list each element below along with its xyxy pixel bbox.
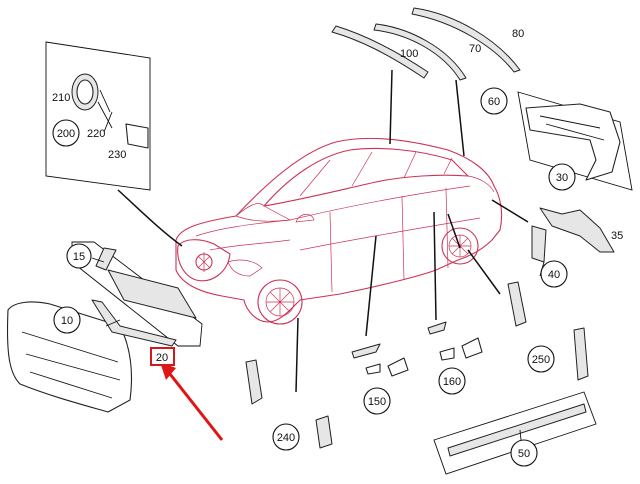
part-label: 160 (443, 376, 461, 388)
mud-flap-front-left (245, 359, 263, 405)
leader-lines (91, 69, 561, 451)
part-bubble-60[interactable]: 60 (480, 87, 508, 115)
front-bumper-part (7, 301, 133, 413)
highlight-callout: 20 (150, 347, 224, 441)
part-label: 150 (368, 396, 386, 408)
side-sill (433, 391, 597, 475)
part-label: 250 (532, 354, 550, 366)
mud-flap-front-right (315, 415, 333, 449)
part-label: 200 (57, 128, 75, 140)
door-handle-covers (351, 321, 483, 377)
part-label-230[interactable]: 230 (108, 149, 126, 161)
mud-flap-rear-right (573, 327, 589, 381)
lower-trim-part (91, 299, 177, 347)
rear-trim-piece (531, 225, 547, 263)
part-label-100[interactable]: 100 (400, 48, 418, 60)
part-bubble-240[interactable]: 240 (272, 423, 300, 451)
part-label: 60 (488, 96, 500, 108)
grille-insert-part (107, 269, 197, 319)
highlight-arrow (168, 373, 224, 441)
part-label-20[interactable]: 20 (156, 352, 168, 364)
part-label-35[interactable]: 35 (611, 230, 623, 242)
spoiler-80-part (411, 7, 521, 73)
rear-bumper (517, 91, 633, 191)
part-bubble-30[interactable]: 30 (548, 163, 576, 191)
diffuser-part (539, 207, 615, 253)
part-label: 30 (556, 172, 568, 184)
side-sill-part (447, 403, 587, 457)
part-bubble-250[interactable]: 250 (527, 345, 555, 373)
mud-flap-rear-left (507, 281, 527, 327)
vehicle-outline (175, 137, 503, 325)
part-label: 15 (73, 251, 85, 263)
sensor-module-part (125, 123, 149, 149)
part-bubble-150[interactable]: 150 (363, 387, 391, 415)
part-bubble-15[interactable]: 15 (66, 243, 92, 269)
part-bubble-40[interactable]: 40 (540, 260, 568, 288)
part-label: 10 (61, 315, 73, 327)
part-bubble-10[interactable]: 10 (53, 306, 81, 334)
part-bubble-160[interactable]: 160 (438, 367, 466, 395)
front-bumper (7, 299, 177, 413)
part-label-220[interactable]: 220 (87, 128, 105, 140)
emblem-assembly-frame (45, 41, 151, 191)
highlight-box (150, 347, 175, 366)
highlight-arrowhead (160, 362, 176, 380)
grille-frame (71, 241, 203, 347)
part-label: 40 (548, 269, 560, 281)
spoiler-70-part (373, 23, 467, 81)
part-bubble-200[interactable]: 200 (52, 119, 80, 147)
part-label-210[interactable]: 210 (52, 92, 70, 104)
rear-bumper-part (525, 103, 621, 181)
spoiler-100-part (331, 25, 429, 79)
part-label: 240 (277, 432, 295, 444)
part-bubble-50[interactable]: 50 (510, 439, 538, 467)
part-label-80[interactable]: 80 (512, 28, 524, 40)
part-label-70[interactable]: 70 (469, 43, 481, 55)
part-label: 50 (518, 448, 530, 460)
